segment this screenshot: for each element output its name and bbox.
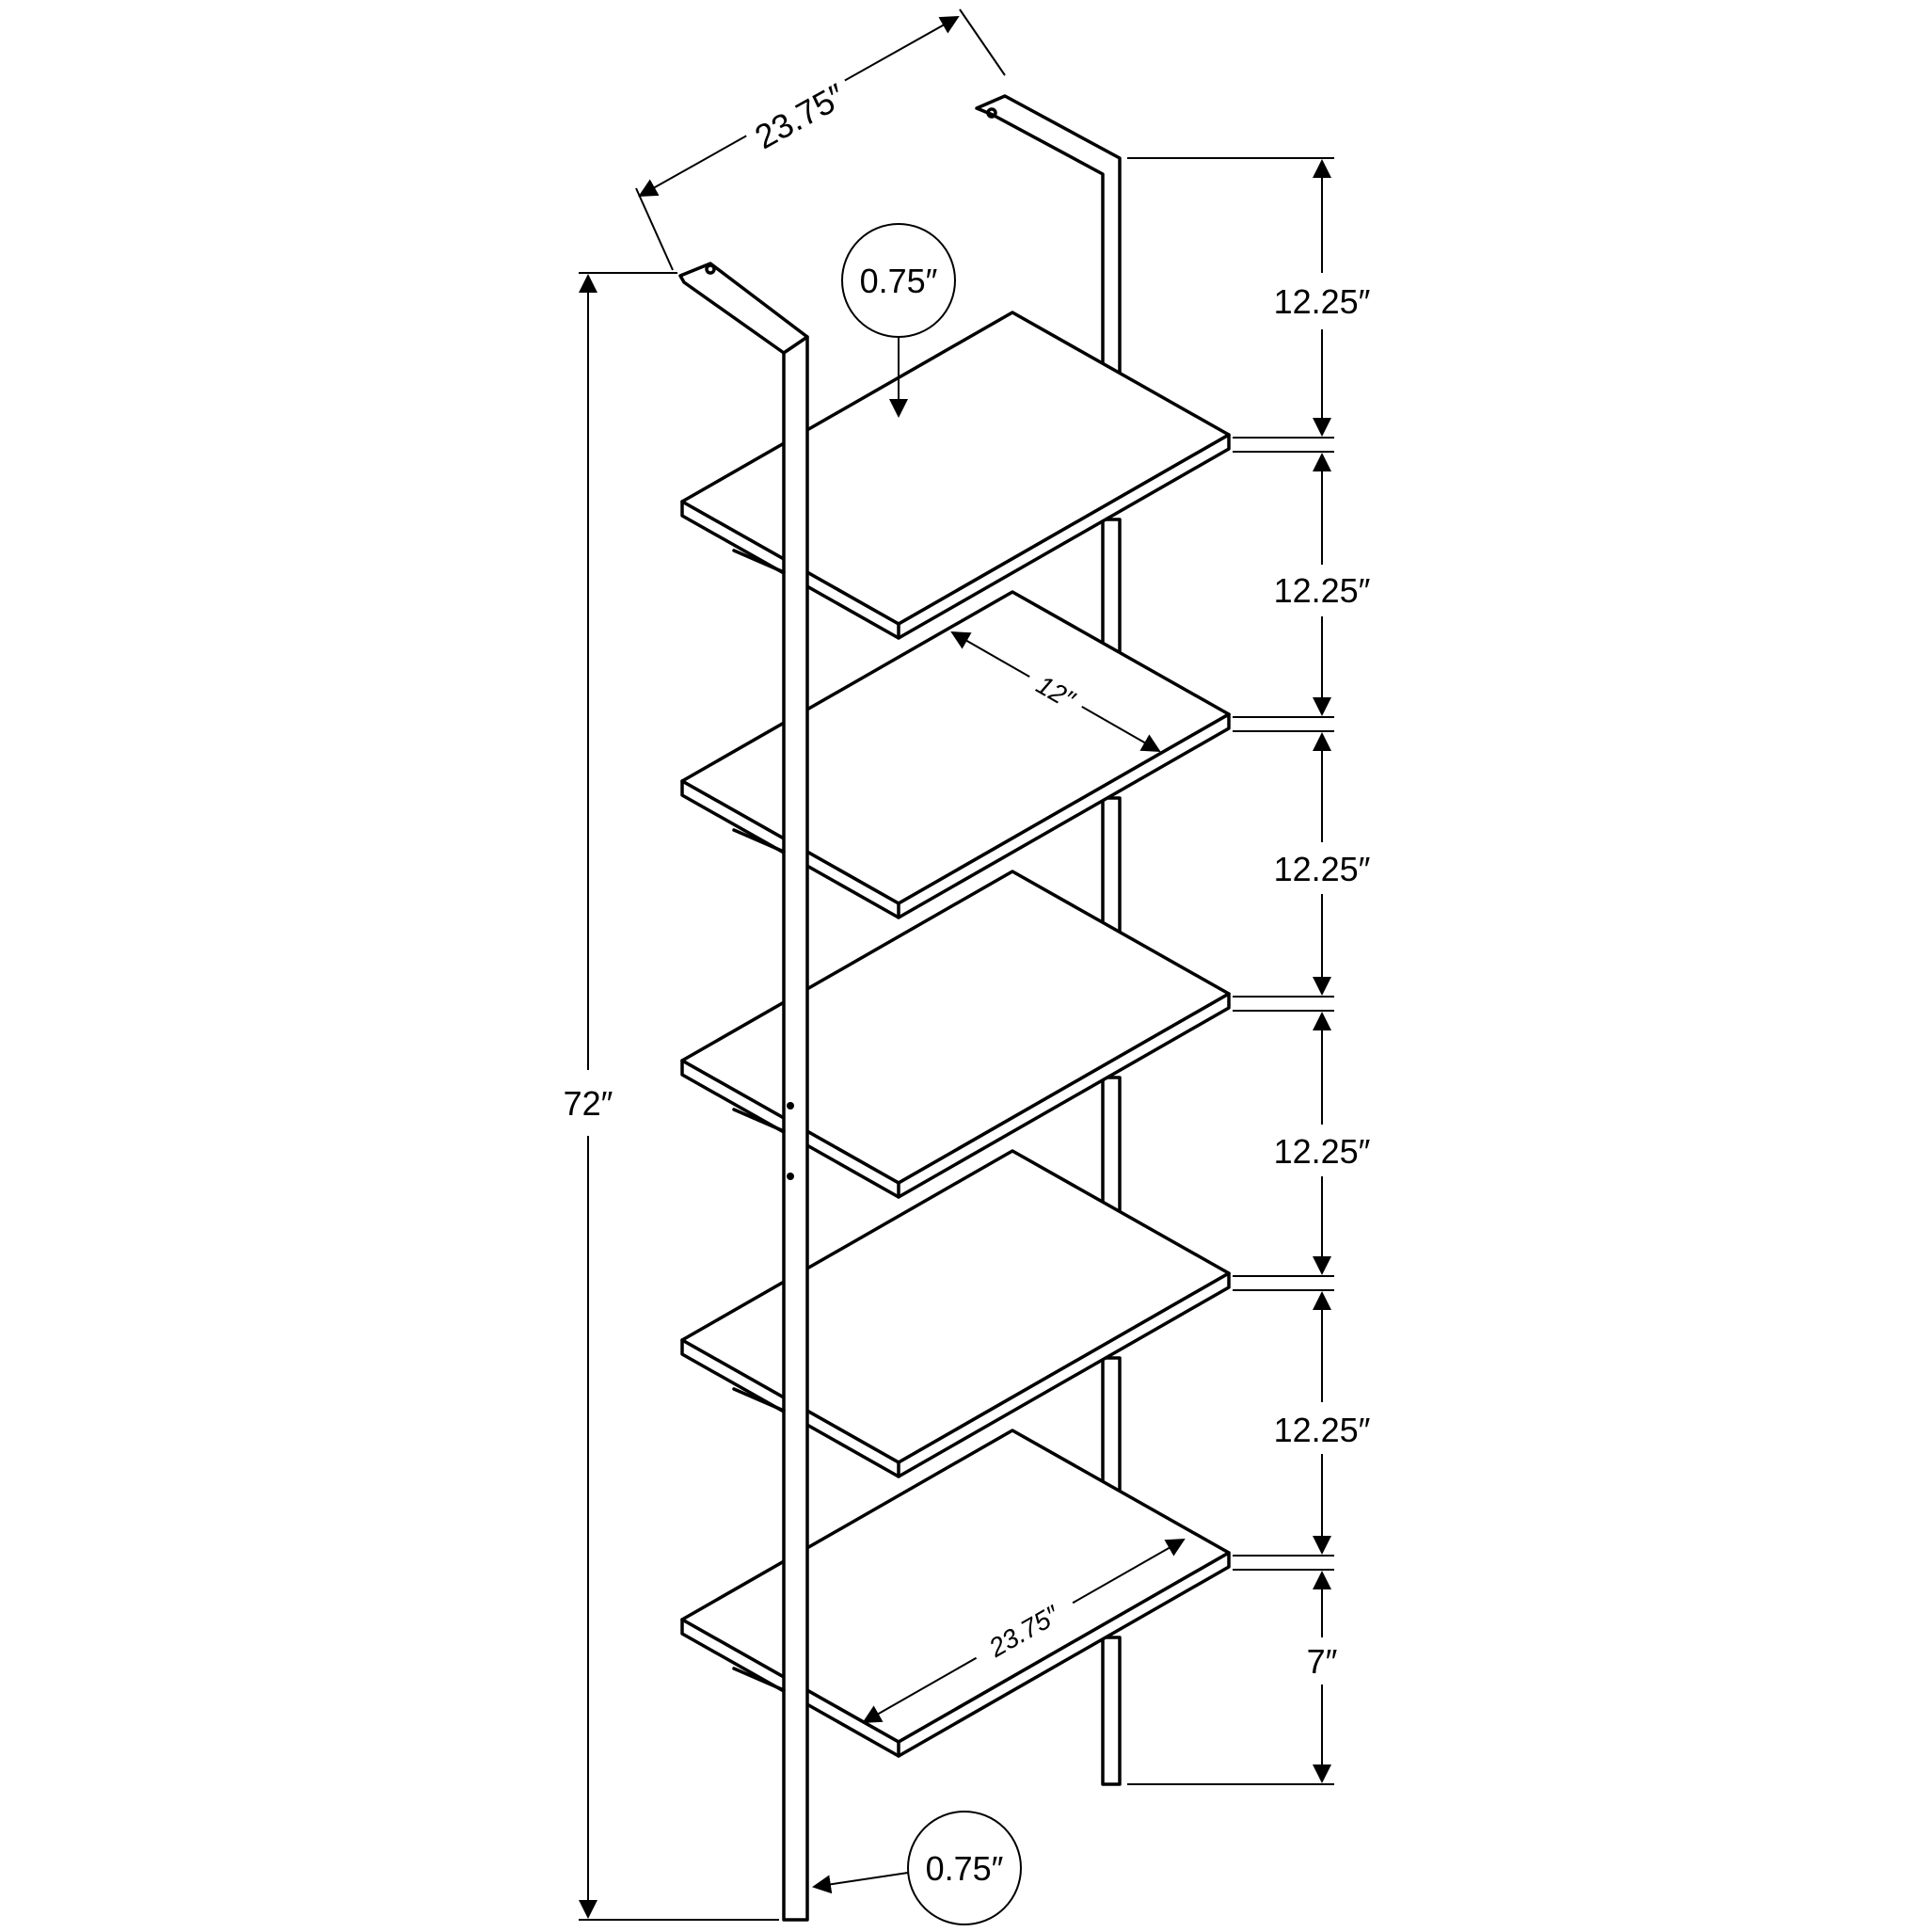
shelf-5 [680,1429,1231,1758]
screw-dot-1 [787,1102,794,1110]
spacing-label-1: 12.25″ [1274,282,1371,321]
top-width-label: 23.75″ [748,75,852,156]
leg-thickness-label: 0.75″ [926,1849,1004,1888]
spacing-dimensions: 12.25″ 12.25″ 12.25″ 12.25″ 12.25″ 7″ [1127,157,1371,1785]
front-frame-leg [678,262,809,1922]
bracket-2 [732,828,786,854]
bracket-3 [732,1108,786,1133]
shelf-2 [680,590,1231,919]
front-frame [678,262,809,1922]
bracket-1 [732,549,786,574]
shelf-3 [680,870,1231,1199]
spacing-label-3: 12.25″ [1274,850,1371,888]
back-frame [975,94,1122,1786]
bracket-4 [732,1387,786,1413]
spacing-label-6: 7″ [1307,1642,1338,1681]
top-width-dimension: 23.75″ [635,8,1006,271]
spacing-label-4: 12.25″ [1274,1132,1371,1171]
shelf-1 [680,311,1231,640]
back-leg-segment-5 [1101,1636,1122,1786]
spacing-label-2: 12.25″ [1274,571,1371,610]
screw-dot-2 [787,1173,794,1180]
shelves [680,311,1231,1758]
callout-circle-bottom [907,1811,1022,1925]
front-hook-screw-hole [705,263,716,275]
bracket-5 [732,1667,786,1692]
back-hook-screw-hole [986,107,997,119]
shelf-thickness-callout: 0.75″ [841,223,956,418]
shelf-thickness-label: 0.75″ [860,262,938,300]
spacing-label-5: 12.25″ [1274,1411,1371,1449]
shelf-4 [680,1149,1231,1478]
total-height-dimension: 72″ [564,272,779,1921]
leg-thickness-callout: 0.75″ [812,1811,1022,1925]
total-height-label: 72″ [564,1084,613,1123]
